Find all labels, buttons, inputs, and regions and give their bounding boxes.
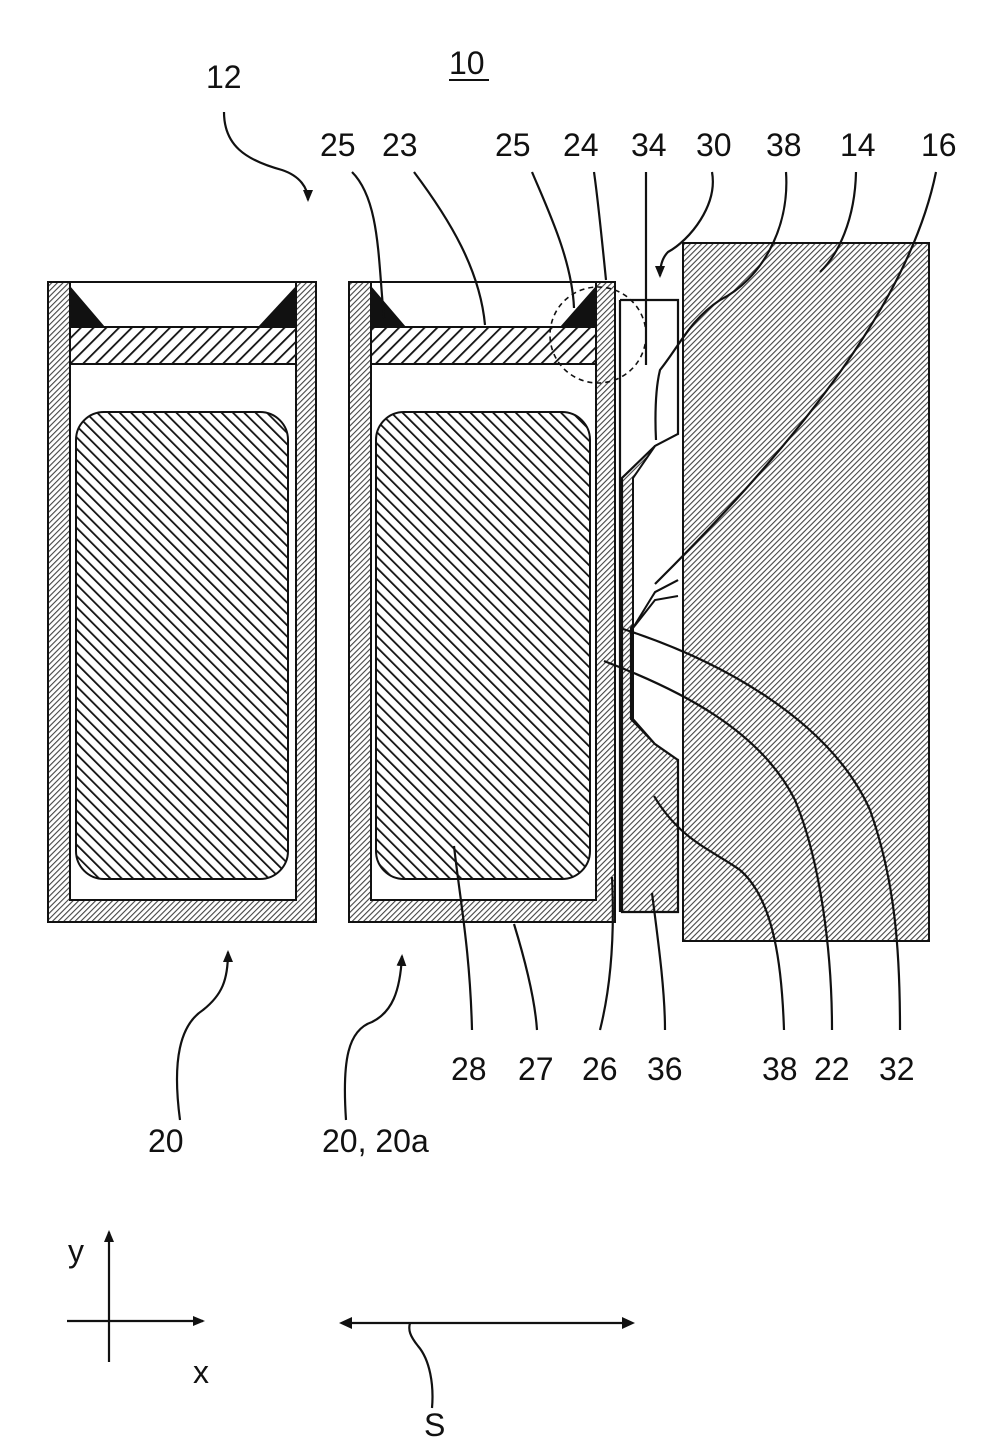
label-23: 23 — [382, 127, 418, 163]
label-24: 24 — [563, 127, 599, 163]
label-32: 32 — [879, 1051, 915, 1087]
cell-20-electrode-roll — [76, 412, 288, 879]
label-30: 30 — [696, 127, 732, 163]
leader-24 — [594, 172, 606, 280]
cell-20a-electrode-roll — [376, 412, 590, 879]
cell-20a-lid — [371, 327, 596, 364]
cell-20a-seal-right — [560, 286, 596, 327]
label-20-20a: 20, 20a — [322, 1123, 429, 1159]
label-14: 14 — [840, 127, 876, 163]
axis-label-x: x — [193, 1354, 209, 1390]
leader-25b — [532, 172, 574, 308]
label-22: 22 — [814, 1051, 850, 1087]
cell-20a — [349, 282, 646, 922]
leader-36 — [652, 893, 665, 1030]
label-12: 12 — [206, 59, 242, 95]
label-25-right: 25 — [495, 127, 531, 163]
leader-20 — [177, 952, 228, 1120]
figure-number: 10 — [449, 45, 485, 81]
label-36: 36 — [647, 1051, 683, 1087]
leader-23 — [414, 172, 485, 325]
label-25-left: 25 — [320, 127, 356, 163]
leader-27 — [514, 924, 537, 1030]
label-28: 28 — [451, 1051, 487, 1087]
axis-label-y: y — [68, 1233, 84, 1269]
coordinate-axes — [67, 1232, 203, 1362]
label-27: 27 — [518, 1051, 554, 1087]
cell-20 — [48, 282, 316, 922]
label-34: 34 — [631, 127, 667, 163]
label-38-bottom: 38 — [762, 1051, 798, 1087]
label-20: 20 — [148, 1123, 184, 1159]
leader-s — [409, 1323, 432, 1408]
direction-label-s: S — [424, 1407, 445, 1438]
leader-12 — [224, 112, 308, 200]
cell-20a-seal-left — [371, 286, 406, 327]
label-38-top: 38 — [766, 127, 802, 163]
housing-wall-14 — [683, 243, 929, 941]
label-26: 26 — [582, 1051, 618, 1087]
direction-s-arrow — [339, 1317, 635, 1329]
cell-20-seal-left — [70, 286, 105, 327]
label-16: 16 — [921, 127, 957, 163]
leader-20a — [345, 956, 402, 1120]
cell-20-lid — [70, 327, 296, 364]
cell-20-seal-right — [258, 286, 296, 327]
